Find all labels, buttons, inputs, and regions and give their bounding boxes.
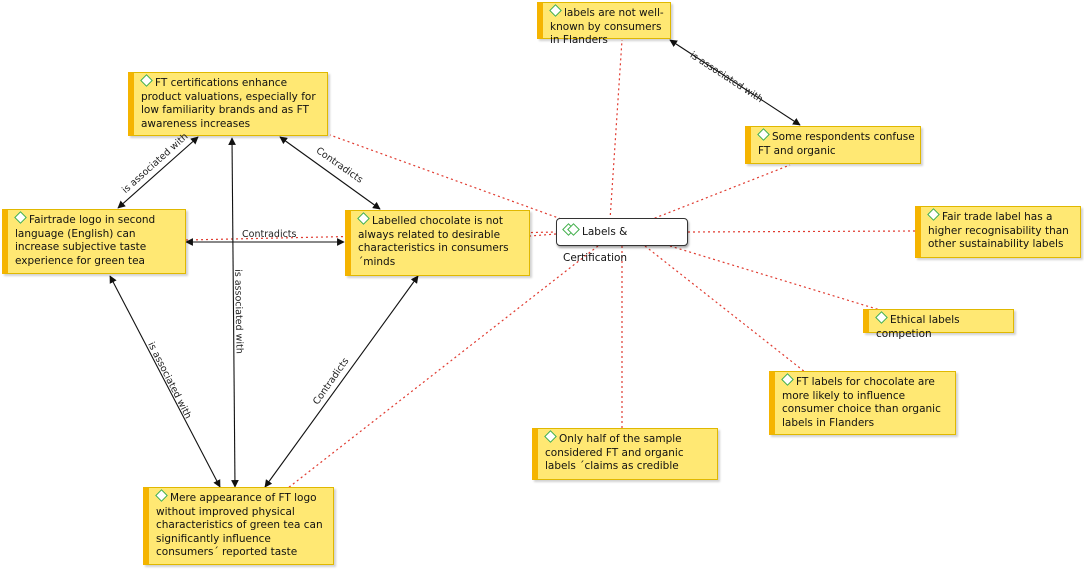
note-text: Only half of the sample considered FT an…: [545, 433, 684, 472]
relation-arrow-enhance-mere: [228, 137, 239, 488]
hub-label: Labels & Certification: [563, 226, 628, 264]
relation-arrow-logo-mere: [109, 275, 221, 488]
hub-link-ft-choc: [644, 245, 806, 373]
diamond-icon: [757, 128, 770, 141]
hub-link-mere-logo: [287, 245, 599, 489]
edge-label-enhance-mere: is associated with: [232, 269, 245, 354]
diamond-icon: [549, 4, 562, 17]
hub-link-ft-enhance: [329, 134, 576, 225]
hub-link-recognisability: [687, 230, 916, 233]
hub-link-confuse: [649, 164, 791, 221]
diamond-icon: [544, 430, 557, 443]
hub-link-flanders: [609, 39, 623, 221]
note-flanders[interactable]: labels are not well-known by consumers i…: [537, 2, 671, 46]
diamond-icon: [140, 74, 153, 87]
note-ft-choc[interactable]: FT labels for chocolate are more likely …: [769, 371, 956, 435]
note-fairtrade-logo[interactable]: Fairtrade logo in second language (Engli…: [2, 209, 186, 274]
note-ft-enhance[interactable]: FT certifications enhance product valuat…: [128, 72, 328, 136]
relation-arrow-flanders-confuse: [669, 39, 801, 126]
diamond-icon: [357, 212, 370, 225]
relation-arrow-enhance-logo: [117, 136, 199, 209]
relation-arrow-choc-mere: [264, 275, 419, 488]
note-confuse[interactable]: Some respondents confuse FT and organic: [745, 126, 921, 164]
note-half-sample[interactable]: Only half of the sample considered FT an…: [532, 428, 718, 480]
hub-node[interactable]: Labels & Certification: [556, 218, 688, 264]
note-text: Some respondents confuse FT and organic: [758, 131, 915, 157]
hub-link-ethical: [669, 245, 881, 311]
note-text: FT certifications enhance product valuat…: [141, 77, 316, 130]
note-labelled-choc[interactable]: Labelled chocolate is not always related…: [345, 210, 530, 276]
note-text: Ethical labels competion: [876, 314, 960, 340]
hub-link-labelled-choc: [529, 233, 557, 237]
edge-label-logo-choc: Contradicts: [242, 229, 297, 240]
diamond-icon: [875, 311, 888, 324]
note-text: Fair trade label has a higher recognisab…: [928, 211, 1069, 250]
note-ethical[interactable]: Ethical labels competion: [863, 309, 1014, 340]
diamond-icon: [155, 489, 168, 502]
diamond-icon: [14, 211, 27, 224]
diamond-icon: [927, 208, 940, 221]
diamond-icon: [781, 373, 794, 386]
note-text: Fairtrade logo in second language (Engli…: [15, 214, 156, 267]
note-text: Mere appearance of FT logo without impro…: [156, 492, 323, 558]
note-text: FT labels for chocolate are more likely …: [782, 376, 941, 429]
note-text: Labelled chocolate is not always related…: [358, 215, 509, 268]
note-text: labels are not well-known by consumers i…: [550, 7, 664, 46]
relation-arrow-enhance-choc: [279, 136, 381, 210]
note-mere-logo[interactable]: Mere appearance of FT logo without impro…: [143, 487, 334, 565]
note-recognisability[interactable]: Fair trade label has a higher recognisab…: [915, 206, 1081, 258]
